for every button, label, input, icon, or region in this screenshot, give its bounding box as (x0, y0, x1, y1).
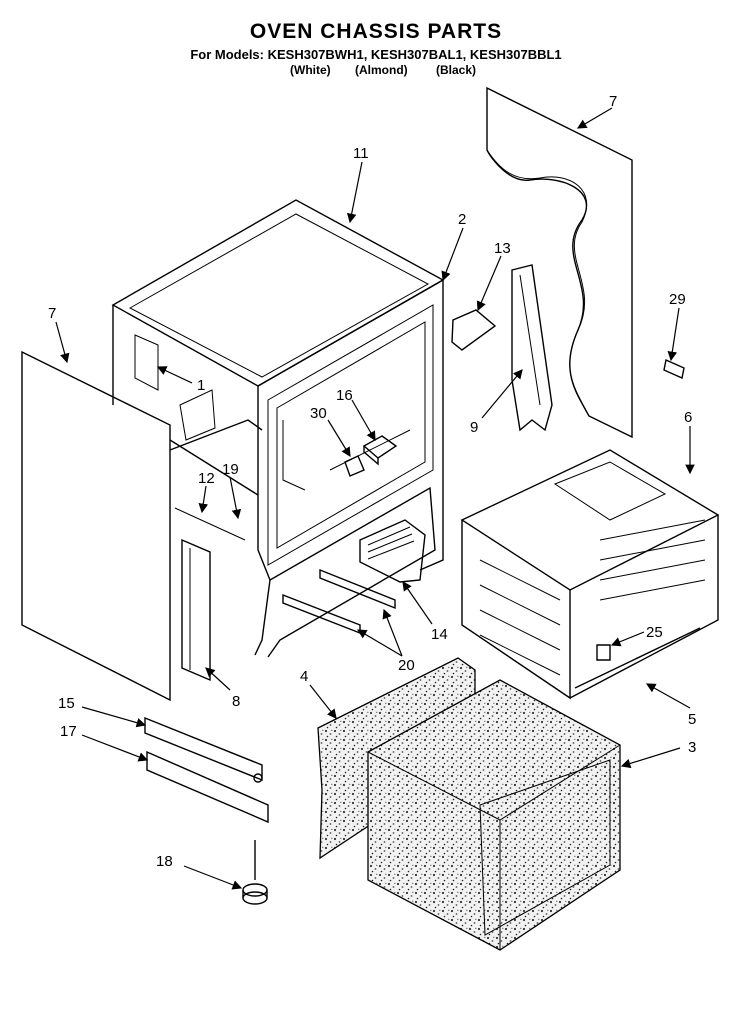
callout-11: 11 (353, 145, 369, 162)
switch-16-part (362, 435, 398, 466)
color-white: (White) (290, 63, 331, 77)
color-black: (Black) (436, 63, 477, 77)
callout-18: 18 (156, 853, 173, 870)
callout-16: 16 (336, 387, 353, 404)
callout-30: 30 (310, 405, 327, 422)
channel-9-part (511, 264, 553, 432)
callout-20: 20 (398, 657, 415, 674)
callout-25: 25 (646, 624, 663, 641)
callout-5: 5 (688, 711, 696, 728)
vent-14-part (359, 519, 426, 583)
back-panel-part (486, 86, 633, 439)
side-rail-8-part (181, 538, 211, 682)
callout-12: 12 (198, 470, 215, 487)
oven-rack-part (460, 449, 720, 700)
callout-17: 17 (60, 723, 77, 740)
color-almond: (Almond) (355, 63, 408, 77)
slide-17-part (146, 750, 269, 824)
callout-13: 13 (494, 240, 511, 257)
callout-7-back-panel: 7 (609, 93, 617, 110)
callout-19: 19 (222, 461, 239, 478)
leveling-leg-18-part (242, 840, 268, 905)
callout-2: 2 (458, 211, 466, 228)
callout-1: 1 (197, 377, 205, 394)
callout-labels: 7 7 11 2 13 29 1 16 30 9 6 12 19 14 25 2… (48, 93, 696, 870)
leader-lines (55, 107, 695, 890)
model-list: For Models: KESH307BWH1, KESH307BAL1, KE… (190, 47, 562, 62)
callout-15: 15 (58, 695, 75, 712)
diagram-title: OVEN CHASSIS PARTS (249, 20, 503, 43)
slide-15-part (144, 716, 263, 783)
callout-14: 14 (431, 626, 448, 643)
callout-29: 29 (669, 291, 686, 308)
callout-8: 8 (232, 693, 240, 710)
callout-4: 4 (300, 668, 308, 685)
block-30-part (344, 455, 365, 477)
callout-3: 3 (688, 739, 696, 756)
callout-7-side-panel: 7 (48, 305, 56, 322)
side-panel-part (21, 350, 171, 702)
bracket-13-part (451, 309, 497, 351)
insulation-3-part (367, 679, 621, 951)
chassis-frame-part (111, 199, 445, 658)
callout-6: 6 (684, 409, 692, 426)
rails-20-part (282, 568, 396, 635)
fastener-29-part (663, 359, 685, 379)
callout-9: 9 (470, 419, 478, 436)
